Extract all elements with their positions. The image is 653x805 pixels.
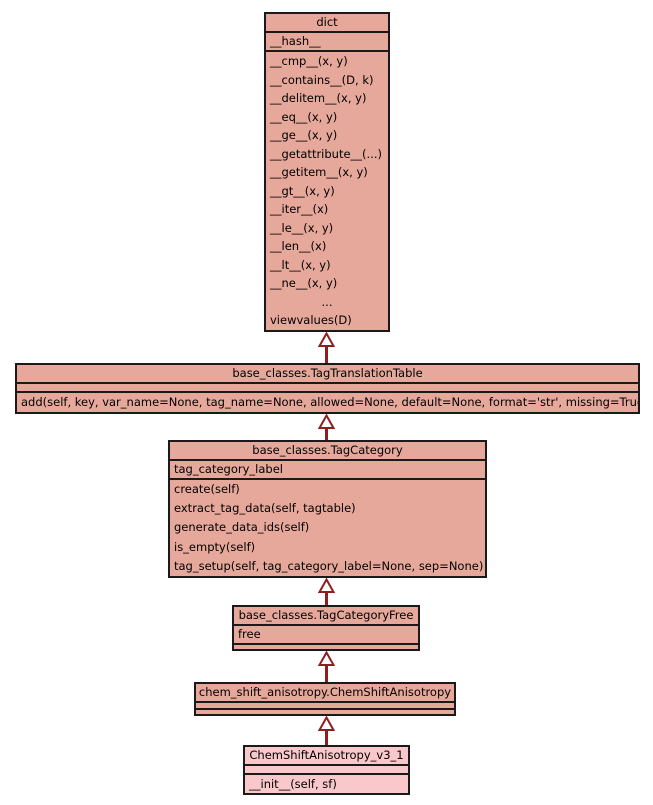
class-method: __init__(self, sf) <box>249 777 337 791</box>
class-method: create(self) <box>174 482 240 496</box>
class-method: __contains__(D, k) <box>270 72 374 87</box>
class-title: dict <box>266 14 388 33</box>
class-method: __ne__(x, y) <box>270 276 338 291</box>
inheritance-arrow <box>317 651 336 682</box>
class-method: __gt__(x, y) <box>270 183 335 198</box>
class-title: base_classes.TagCategoryFree <box>234 607 418 626</box>
attributes-compartment: tag_category_label <box>170 461 485 478</box>
class-attribute: tag_category_label <box>174 462 283 476</box>
class-method: __delitem__(x, y) <box>270 91 367 106</box>
attributes-compartment: __hash__ <box>266 33 388 50</box>
class-box-chem-shift-anisotropy-v3-1[interactable]: ChemShiftAnisotropy_v3_1 __init__(self, … <box>243 745 410 795</box>
class-method: __getattribute__(...) <box>270 146 382 161</box>
class-method: __getitem__(x, y) <box>270 165 368 180</box>
class-title: ChemShiftAnisotropy_v3_1 <box>245 747 408 766</box>
class-method: __lt__(x, y) <box>270 257 331 272</box>
methods-compartment: add(self, key, var_name=None, tag_name=N… <box>17 391 638 412</box>
class-method: viewvalues(D) <box>270 313 352 328</box>
class-box-tag-category[interactable]: base_classes.TagCategory tag_category_la… <box>168 440 487 578</box>
attributes-compartment: free <box>234 626 418 643</box>
methods-compartment: __cmp__(x, y) __contains__(D, k) __delit… <box>266 50 388 330</box>
class-method: __ge__(x, y) <box>270 128 338 143</box>
class-method: generate_data_ids(self) <box>174 520 310 535</box>
class-method: extract_tag_data(self, tagtable) <box>174 501 356 516</box>
class-box-dict[interactable]: dict __hash__ __cmp__(x, y) __contains__… <box>264 12 390 332</box>
class-title: chem_shift_anisotropy.ChemShiftAnisotrop… <box>196 684 454 703</box>
class-box-tag-category-free[interactable]: base_classes.TagCategoryFree free <box>232 605 420 651</box>
methods-ellipsis: ... <box>321 294 333 309</box>
class-method: __len__(x) <box>270 239 327 254</box>
methods-compartment-empty <box>234 643 418 649</box>
class-method: __iter__(x) <box>270 202 329 217</box>
class-attribute: free <box>238 627 261 641</box>
class-method: __eq__(x, y) <box>270 109 338 124</box>
methods-compartment: __init__(self, sf) <box>245 773 408 793</box>
attributes-compartment-empty <box>245 766 408 773</box>
class-title: base_classes.TagCategory <box>170 442 485 461</box>
class-method: __cmp__(x, y) <box>270 54 348 68</box>
methods-compartment-empty <box>196 708 454 714</box>
inheritance-arrow <box>317 716 336 745</box>
class-attribute: __hash__ <box>270 34 321 48</box>
inheritance-arrow <box>317 414 336 440</box>
class-method: is_empty(self) <box>174 539 256 554</box>
class-method: tag_setup(self, tag_category_label=None,… <box>174 558 484 573</box>
inheritance-arrow <box>317 332 336 363</box>
methods-compartment: create(self) extract_tag_data(self, tagt… <box>170 478 485 576</box>
class-box-chem-shift-anisotropy[interactable]: chem_shift_anisotropy.ChemShiftAnisotrop… <box>194 682 456 716</box>
class-method: __le__(x, y) <box>270 220 334 235</box>
inheritance-arrow <box>317 578 336 605</box>
attributes-compartment-empty <box>17 384 638 391</box>
class-box-tag-translation-table[interactable]: base_classes.TagTranslationTable add(sel… <box>15 363 640 414</box>
class-title: base_classes.TagTranslationTable <box>17 365 638 384</box>
class-method: add(self, key, var_name=None, tag_name=N… <box>21 395 638 409</box>
